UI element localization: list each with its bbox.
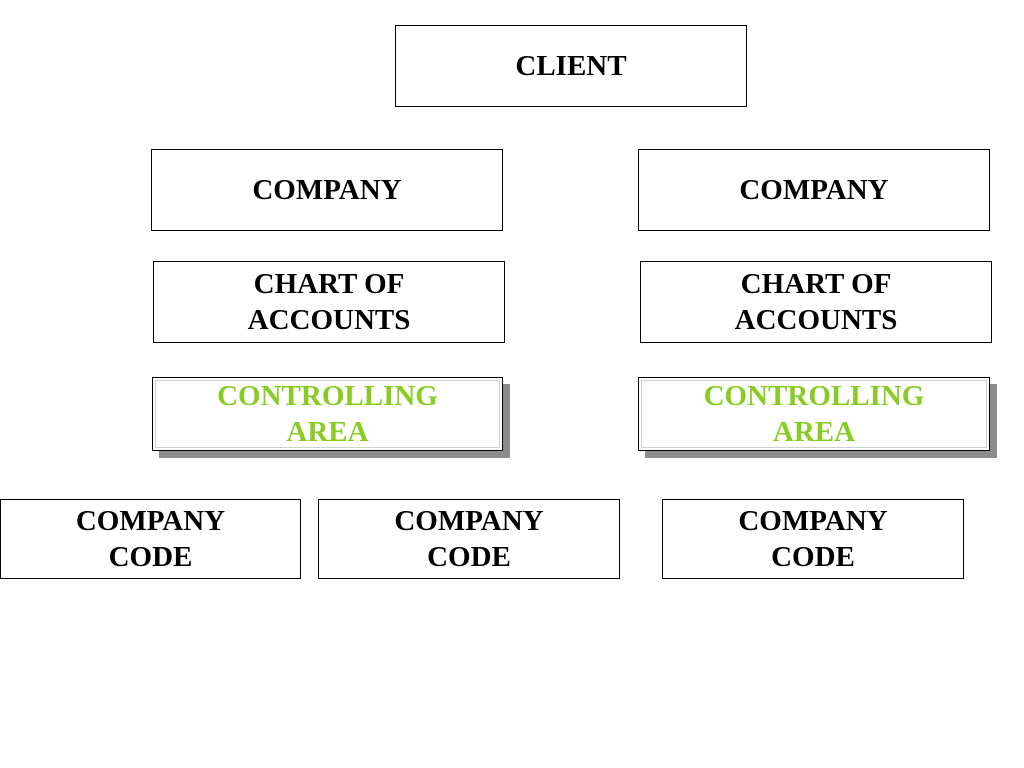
company-code-box-2: COMPANY CODE (318, 499, 620, 579)
controlling-area-label: CONTROLLING AREA (217, 380, 438, 448)
chart-of-accounts-label: CHART OF ACCOUNTS (247, 268, 411, 336)
company-label: COMPANY (739, 174, 889, 206)
company-code-label: COMPANY CODE (738, 505, 888, 573)
client-label: CLIENT (515, 50, 627, 82)
client-box: CLIENT (395, 25, 747, 107)
controlling-area-box-left: CONTROLLING AREA (152, 377, 503, 451)
controlling-area-box-right: CONTROLLING AREA (638, 377, 990, 451)
company-code-box-3: COMPANY CODE (662, 499, 964, 579)
company-code-label: COMPANY CODE (394, 505, 544, 573)
company-box-right: COMPANY (638, 149, 990, 231)
company-code-label: COMPANY CODE (75, 505, 226, 573)
chart-of-accounts-label: CHART OF ACCOUNTS (734, 268, 898, 336)
chart-of-accounts-box-right: CHART OF ACCOUNTS (640, 261, 992, 343)
company-label: COMPANY (252, 174, 402, 206)
company-code-box-1: COMPANY CODE (0, 499, 301, 579)
company-box-left: COMPANY (151, 149, 503, 231)
controlling-area-label: CONTROLLING AREA (703, 380, 925, 448)
chart-of-accounts-box-left: CHART OF ACCOUNTS (153, 261, 505, 343)
